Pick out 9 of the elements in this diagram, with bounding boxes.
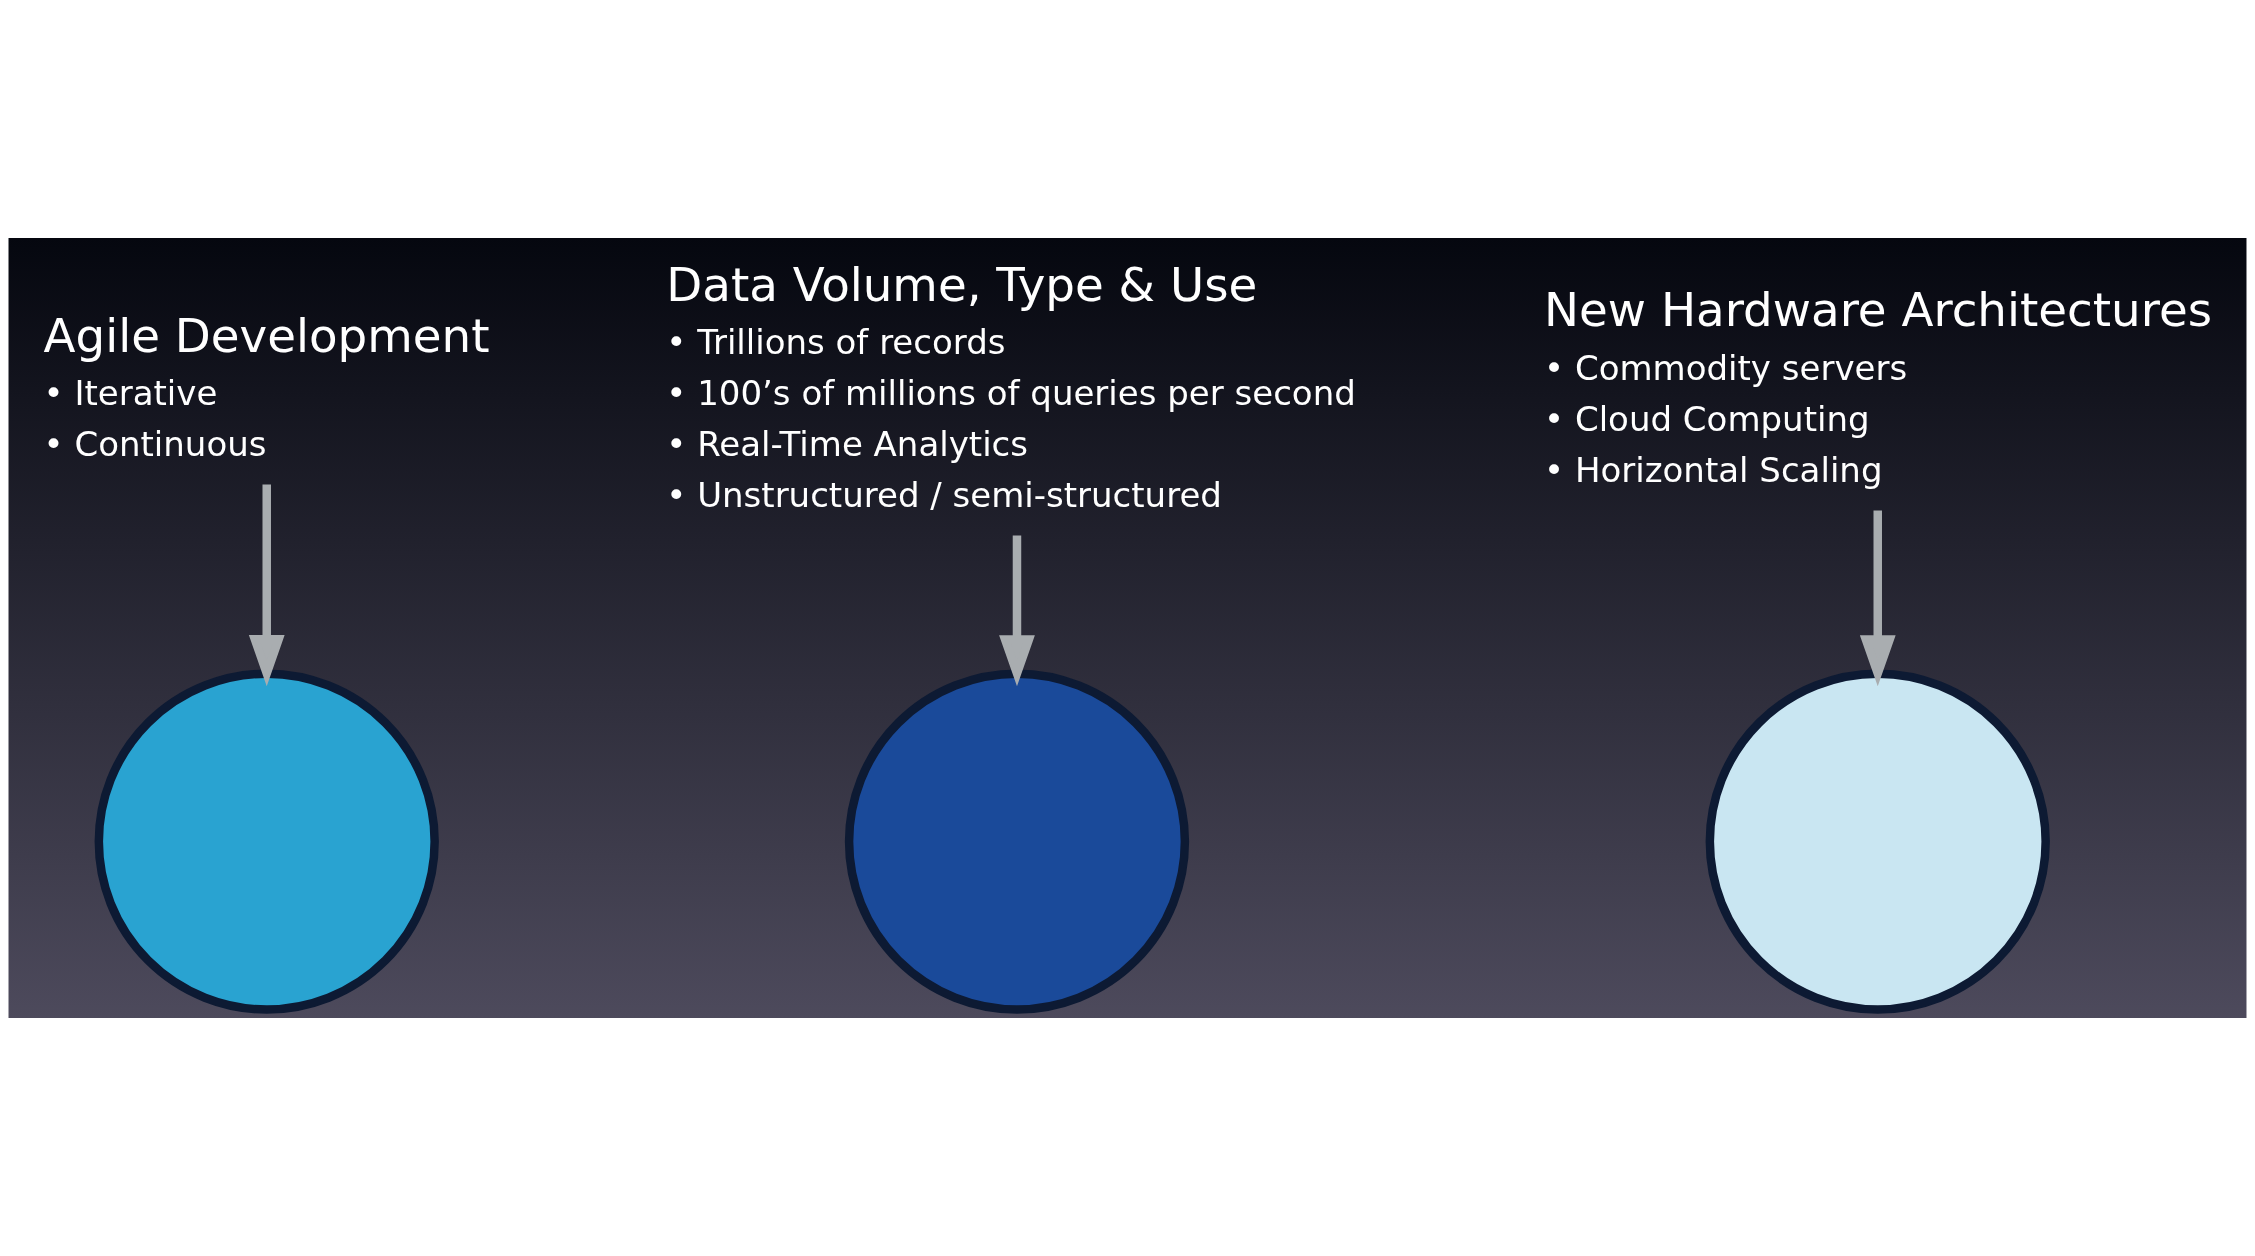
arrow xyxy=(248,484,285,687)
node-circle xyxy=(1705,669,2050,1014)
node-text: New Hardware Architectures • Commodity servers • Cloud Computing • Horizontal Scaling xyxy=(1544,283,2213,490)
node-text: Data Volume, Type & Use • Trillions of records • 100’s of millions of queries per second • Real-Time Analytics • Unstructured / semi-structured xyxy=(666,257,1356,516)
arrow xyxy=(999,535,1035,687)
arrow xyxy=(1859,510,1896,687)
node-circle xyxy=(94,669,439,1014)
node-text: Agile Development • Iterative • Continuous xyxy=(43,308,490,465)
node-circle xyxy=(844,669,1190,1014)
